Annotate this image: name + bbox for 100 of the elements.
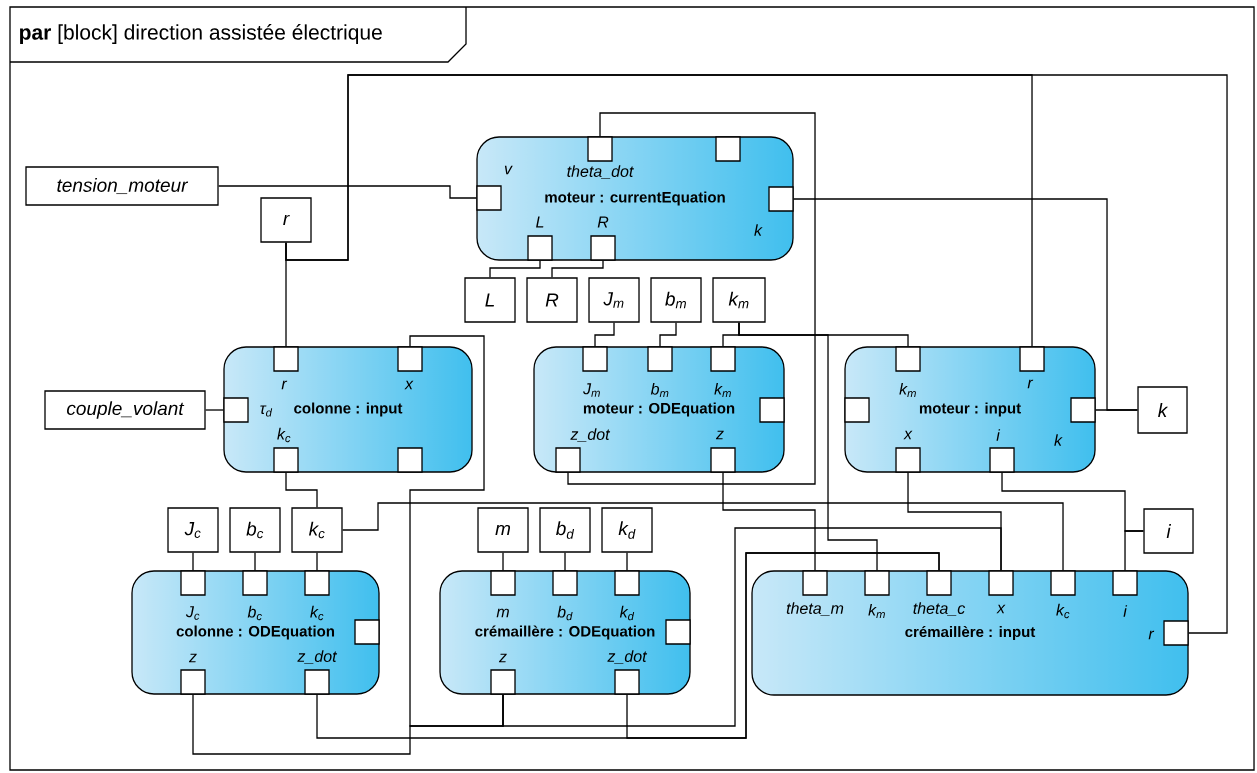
port-square — [802, 570, 828, 596]
port-label: b$_{d}$ — [557, 605, 573, 621]
port-square — [527, 235, 553, 261]
port-square — [864, 570, 890, 596]
port-label: J$_{c}$ — [185, 606, 200, 620]
value-box: J$_{c}$ — [167, 507, 219, 553]
port-square — [1163, 620, 1189, 646]
connector-line — [722, 472, 816, 571]
value-box: L — [464, 277, 516, 323]
port-label: J$_{m}$ — [583, 383, 600, 397]
port-square — [273, 447, 299, 473]
port-square — [223, 397, 249, 423]
port-square — [710, 346, 736, 372]
connector-line — [564, 552, 566, 571]
port-square — [665, 619, 691, 645]
value-box: m — [477, 507, 529, 553]
connector-line — [254, 552, 256, 571]
value-box: k$_{m}$ — [712, 277, 766, 323]
value-box: i — [1143, 508, 1194, 554]
value-box: k — [1137, 386, 1188, 434]
port-square — [476, 185, 502, 211]
port-square — [614, 570, 640, 596]
connector-line — [285, 74, 1228, 634]
port-label: theta_dot — [567, 165, 634, 179]
port-square — [590, 235, 616, 261]
port-label: k$_{d}$ — [619, 605, 635, 621]
port-label: theta_m — [786, 602, 844, 616]
connector-line — [489, 260, 541, 278]
connector-line — [626, 552, 940, 739]
port-label: z — [715, 430, 724, 440]
port-label: r — [281, 380, 288, 390]
port-label: z — [188, 653, 197, 663]
port-square — [354, 619, 380, 645]
port-label: k$_{m}$ — [899, 382, 916, 398]
port-square — [715, 136, 741, 162]
connector-line — [1124, 530, 1144, 571]
port-label: r — [1148, 630, 1155, 640]
port-square — [490, 570, 516, 596]
port-label: z — [498, 653, 507, 663]
connector-line — [551, 260, 604, 278]
connector-line — [502, 552, 504, 571]
port-square — [180, 570, 206, 596]
connector-line — [192, 694, 504, 755]
port-label: z_dot — [607, 650, 648, 664]
connector-line — [192, 552, 194, 571]
connector-line — [738, 322, 878, 571]
connector-line — [205, 409, 224, 411]
value-box: tension_moteur — [25, 166, 219, 206]
port-square — [242, 570, 268, 596]
port-label: k — [1054, 434, 1063, 446]
connector-line — [567, 112, 816, 485]
port-label: k$_{c}$ — [277, 427, 291, 443]
value-box: R — [526, 277, 578, 323]
port-square — [273, 346, 299, 372]
port-label: i — [1123, 605, 1128, 617]
port-label: x — [996, 604, 1006, 614]
port-square — [844, 397, 870, 423]
port-square — [768, 186, 794, 212]
port-label: m — [496, 608, 509, 618]
port-square — [647, 346, 673, 372]
port-label: k$_{m}$ — [714, 382, 731, 398]
value-box: couple_volant — [44, 390, 206, 430]
connector-line — [285, 472, 318, 508]
port-square — [555, 447, 581, 473]
connector-line — [907, 472, 1002, 571]
value-box: b$_{m}$ — [650, 277, 702, 323]
connector-line — [626, 552, 628, 571]
port-label: k — [754, 224, 763, 236]
port-square — [304, 669, 330, 695]
port-square — [895, 346, 921, 372]
port-label: x — [404, 380, 414, 390]
connector-line — [502, 527, 1002, 727]
port-square — [926, 570, 952, 596]
port-label: z_dot — [570, 428, 611, 442]
port-square — [989, 447, 1015, 473]
port-label: b$_{m}$ — [650, 382, 669, 398]
port-square — [1019, 346, 1045, 372]
port-label: k$_{c}$ — [1056, 603, 1070, 619]
port-label: v — [504, 165, 513, 175]
port-square — [1112, 570, 1138, 596]
port-label: i — [996, 429, 1001, 441]
port-square — [614, 669, 640, 695]
port-label: theta_c — [913, 602, 966, 616]
value-box: J$_{m}$ — [588, 277, 640, 323]
port-square — [759, 397, 785, 423]
port-label: R — [597, 216, 609, 228]
port-square — [988, 570, 1014, 596]
port-label: z_dot — [297, 650, 338, 664]
port-square — [1070, 397, 1096, 423]
port-label: k$_{m}$ — [868, 603, 885, 619]
port-label: x — [903, 430, 913, 440]
value-box: b$_{c}$ — [229, 507, 281, 553]
port-square — [895, 447, 921, 473]
port-square — [490, 669, 516, 695]
value-box: r — [260, 197, 312, 243]
port-square — [582, 346, 608, 372]
connector-line — [594, 322, 615, 347]
connector-line — [659, 322, 677, 347]
port-label: r — [1027, 379, 1034, 389]
port-square — [304, 570, 330, 596]
